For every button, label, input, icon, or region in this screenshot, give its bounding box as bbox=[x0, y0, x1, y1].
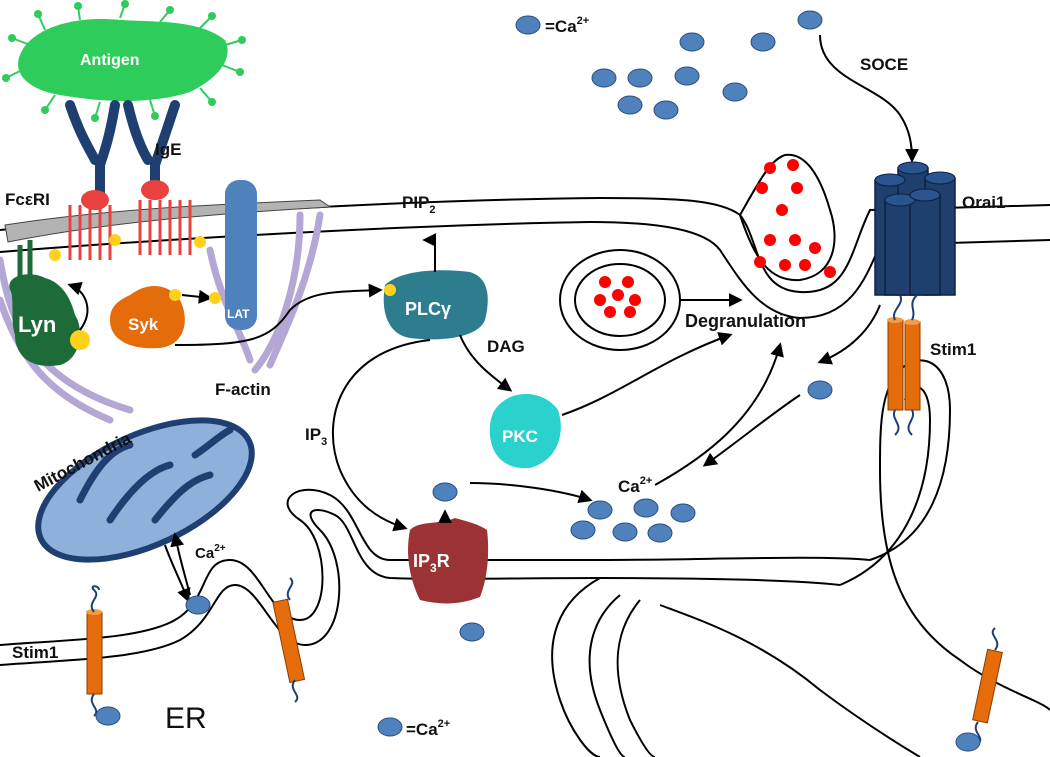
plcg-label: PLCγ bbox=[405, 299, 451, 319]
stim1-left-label: Stim1 bbox=[12, 643, 58, 662]
degranulation-label: Degranulation bbox=[685, 311, 806, 331]
stim1-bottom-right bbox=[972, 627, 1003, 745]
ca-legend-ion-bottom bbox=[377, 717, 403, 737]
mito-ca-out-arrow bbox=[170, 532, 191, 596]
lyn-activation-arrow bbox=[67, 281, 89, 331]
orai1-channel bbox=[874, 161, 956, 296]
orai-to-ca-arrow bbox=[817, 304, 881, 365]
fceri-receptors bbox=[49, 180, 206, 261]
ca-cluster-label: Ca2+ bbox=[618, 475, 652, 496]
fceri-label: FcεRI bbox=[5, 190, 50, 209]
plcg-to-pip2-arrow bbox=[422, 233, 437, 272]
syk-label: Syk bbox=[128, 315, 159, 334]
plcg-to-ip3r-arrow bbox=[332, 339, 431, 532]
syk-to-plcg-arrow bbox=[174, 283, 383, 346]
plcg-enzyme bbox=[383, 270, 488, 340]
ca-legend-ion-top bbox=[515, 15, 541, 35]
granule-contents bbox=[594, 159, 836, 318]
membrane-gray-band bbox=[4, 199, 332, 243]
stim1-left bbox=[86, 585, 103, 717]
soce-label: SOCE bbox=[860, 55, 908, 74]
factin-label: F-actin bbox=[215, 380, 271, 399]
lyn-label: Lyn bbox=[18, 312, 56, 337]
ip3r-to-cytosolic-ca-arrow bbox=[469, 482, 593, 504]
dag-label: DAG bbox=[487, 337, 525, 356]
er-membrane bbox=[0, 359, 1050, 757]
lat-label: LAT bbox=[227, 307, 250, 321]
er-label: ER bbox=[165, 702, 207, 735]
plcg-to-pkc-arrow bbox=[459, 334, 513, 392]
mitochondria bbox=[35, 417, 255, 563]
ca-legend-top: =Ca2+ bbox=[545, 15, 589, 36]
pkc-to-degranulation-arrow bbox=[561, 332, 733, 416]
ca-feedback-arrow bbox=[702, 394, 801, 467]
antigen bbox=[2, 0, 246, 122]
stim1-middle bbox=[272, 577, 306, 703]
ige-antibodies bbox=[65, 100, 180, 200]
stim1-right bbox=[887, 294, 921, 436]
mito-ca-in-arrow bbox=[164, 544, 191, 603]
antigen-label: Antigen bbox=[80, 52, 140, 69]
soce-arrow bbox=[819, 34, 919, 163]
ip3r-label: IP3R bbox=[413, 551, 450, 575]
ip3-receptor bbox=[408, 518, 489, 604]
orai1-label: Orai1 bbox=[962, 193, 1005, 212]
pkc-label: PKC bbox=[502, 427, 538, 446]
stim1-right-label: Stim1 bbox=[930, 340, 976, 359]
ca-mito-label: Ca2+ bbox=[195, 543, 226, 562]
ca-legend-bottom: =Ca2+ bbox=[406, 718, 450, 739]
ca-to-degranulation-arrow bbox=[654, 342, 784, 486]
calcium-ions bbox=[95, 10, 981, 752]
syk-kinase bbox=[110, 285, 185, 349]
pkc-kinase bbox=[489, 394, 561, 469]
ip3-label: IP3 bbox=[305, 425, 327, 448]
lat-adaptor bbox=[209, 180, 257, 330]
ige-label: IgE bbox=[155, 140, 181, 159]
lyn-kinase bbox=[9, 240, 90, 366]
syk-to-lat-arrow bbox=[181, 289, 213, 304]
granule-fusion-pocket bbox=[738, 153, 836, 282]
pip2-label: PIP2 bbox=[402, 193, 436, 216]
